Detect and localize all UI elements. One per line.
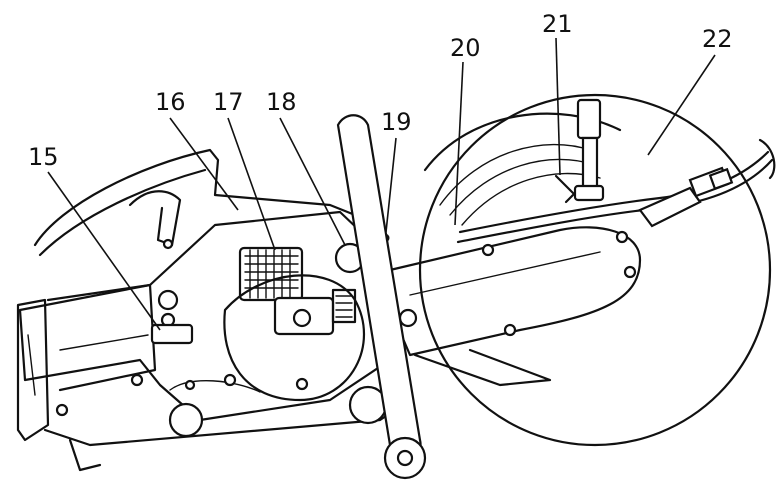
callout-18: 18 [266, 88, 297, 116]
blade-guard [423, 98, 622, 226]
cutter-arm [388, 226, 642, 387]
callout-20: 20 [450, 34, 481, 62]
callout-21: 21 [542, 10, 573, 38]
callout-15: 15 [28, 143, 59, 171]
callout-labels: 15 16 17 18 19 20 21 22 [28, 10, 733, 171]
front-handle [336, 114, 427, 480]
leader-lines [47, 37, 716, 331]
callout-22: 22 [702, 25, 733, 53]
callout-17: 17 [213, 88, 244, 116]
water-hose [456, 138, 776, 244]
callout-19: 19 [381, 108, 412, 136]
callout-16: 16 [155, 88, 186, 116]
cutting-blade [418, 93, 772, 447]
